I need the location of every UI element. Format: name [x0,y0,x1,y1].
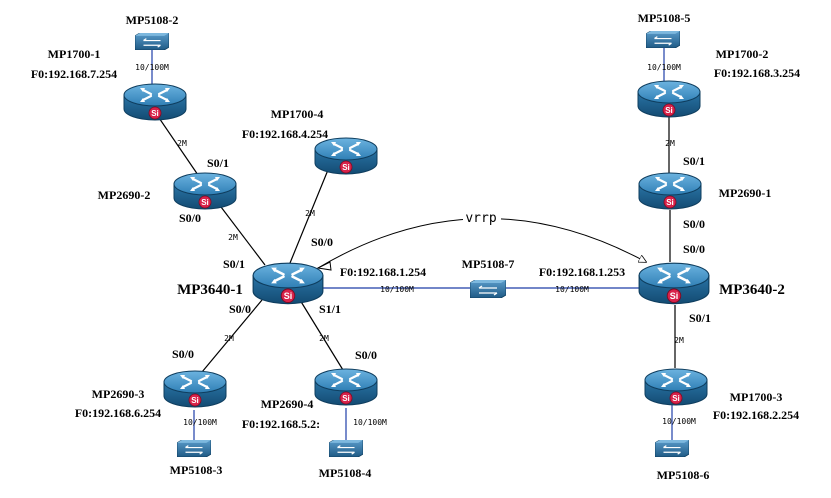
link-mp3640-1-mp2690-3 [201,299,263,373]
router-icon-mp3640-1 [252,262,324,305]
speed-mp5108-2-mp1700-1: 10/100M [135,63,169,72]
ip-mp3640-1: F0:192.168.1.254 [340,265,426,279]
port-mp2690-2-s01: S0/1 [207,156,229,170]
switch-icon-mp5108-6 [655,440,689,457]
port-mp3640-2-s00: S0/0 [683,242,705,256]
speed-mp5108-7-mp3640-2: 10/100M [555,285,589,294]
port-mp2690-1-s01: S0/1 [683,154,705,168]
link-mp3640-1-mp2690-4 [299,299,344,371]
speed-mp2690-3-mp5108-3: 10/100M [183,418,217,427]
port-mp3640-1-s01: S0/1 [223,257,245,271]
speed-mp2690-4-mp5108-4: 10/100M [353,418,387,427]
ip-mp1700-4: F0:192.168.4.254 [242,127,328,141]
router-icon-mp2690-1 [638,172,702,211]
ip-mp1700-2: F0:192.168.3.254 [714,66,800,80]
link-mp1700-1-mp2690-2 [154,111,199,176]
port-mp2690-4-s00: S0/0 [355,348,377,362]
label-mp2690-3: MP2690-3 [92,387,145,401]
link-mp1700-4-mp3640-1 [289,164,331,264]
switch-icon-mp5108-2 [135,33,169,50]
port-mp3640-1-s00-top: S0/0 [311,235,333,249]
label-mp5108-7: MP5108-7 [462,257,515,271]
ip-mp1700-1: F0:192.168.7.254 [31,67,117,81]
label-mp2690-4: MP2690-4 [261,397,314,411]
label-mp3640-2: MP3640-2 [719,282,785,298]
speed-mp2690-2-mp3640-1: 2M [228,233,238,242]
router-icon-mp1700-2 [637,80,701,119]
vrrp-label: vrrp [465,211,496,226]
speed-mp1700-3-mp5108-6: 10/100M [662,417,696,426]
label-mp2690-2: MP2690-2 [98,188,151,202]
ip-mp1700-3: F0:192.168.2.254 [713,408,799,422]
speed-mp3640-1-mp2690-3: 2M [224,334,234,343]
switch-icon-mp5108-4 [329,440,363,457]
speed-mp1700-2-mp2690-1: 2M [665,139,675,148]
link-mp2690-2-mp3640-1 [217,202,266,266]
port-mp2690-2-s00: S0/0 [179,211,201,225]
router-icon-mp1700-4 [314,137,378,176]
label-mp5108-4: MP5108-4 [319,466,372,480]
switch-icon-mp5108-5 [646,31,680,48]
links-group [151,48,676,440]
router-icon-mp3640-2 [638,262,710,305]
port-mp3640-1-s00-bottom: S0/0 [229,302,251,316]
label-mp5108-6: MP5108-6 [657,468,710,482]
router-icon-mp1700-3 [644,368,708,407]
ip-mp2690-4: F0:192.168.5.2: [242,417,320,431]
speed-mp1700-1-mp2690-2: 2M [177,139,187,148]
ip-mp3640-2: F0:192.168.1.253 [539,265,625,279]
label-mp1700-2: MP1700-2 [716,47,769,61]
label-mp5108-3: MP5108-3 [170,463,223,477]
switch-icon-mp5108-3 [177,440,211,457]
speed-mp3640-2-mp1700-3: 2M [674,336,684,345]
port-mp2690-1-s00: S0/0 [683,217,705,231]
label-mp1700-4: MP1700-4 [271,107,324,121]
port-mp3640-1-s11: S1/1 [319,302,341,316]
router-icon-mp1700-1 [123,83,187,122]
label-mp1700-3: MP1700-3 [730,390,783,404]
speed-mp3640-1-mp5108-7: 10/100M [380,285,414,294]
router-icon-mp2690-3 [163,370,227,409]
label-mp3640-1: MP3640-1 [177,282,243,298]
label-mp5108-2: MP5108-2 [126,13,179,27]
router-icon-mp2690-4 [314,368,378,407]
speed-mp3640-1-mp2690-4: 2M [319,334,329,343]
port-mp3640-2-s01: S0/1 [689,311,711,325]
speed-mp1700-4-mp3640-1: 2M [305,209,315,218]
vrrp-arc-back-arrow [316,261,332,271]
label-mp2690-1: MP2690-1 [719,186,772,200]
label-mp1700-1: MP1700-1 [48,47,101,61]
label-mp5108-5: MP5108-5 [638,11,691,25]
speed-mp5108-5-mp1700-2: 10/100M [647,63,681,72]
vrrp-label-bg [463,210,501,226]
port-mp2690-3-s00: S0/0 [172,347,194,361]
router-icon-mp2690-2 [173,172,237,211]
switch-icon-mp5108-7 [470,280,506,298]
ip-mp2690-3: F0:192.168.6.254 [75,406,161,420]
